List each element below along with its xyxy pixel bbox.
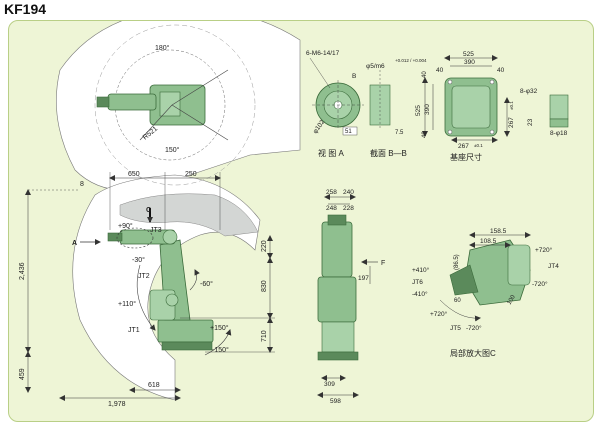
top-angle-180: 180° (155, 44, 170, 52)
dim-8: 8 (80, 181, 84, 188)
dim-228: 228 (343, 205, 354, 212)
dim-525v: 525 (415, 105, 422, 116)
bolt-spec: 6-M6-14/17 (306, 50, 340, 57)
front-lower (317, 276, 357, 323)
dim-7-5: 7.5 (395, 130, 404, 136)
dim-390: 390 (464, 59, 475, 66)
label-jt1: JT1 (128, 327, 140, 334)
dim-830: 830 (261, 280, 268, 292)
angle-minus720b: -720° (466, 324, 482, 332)
angle-plus720b: +720° (430, 310, 448, 318)
side-robot-base (157, 319, 214, 343)
hole-tol: +0.012 / +0.004 (395, 58, 427, 63)
caption-detail-c: 局部放大图C (450, 348, 496, 358)
hole-spec: φ5/m6 (366, 63, 385, 70)
dim-51: 51 (345, 129, 352, 135)
dim-1978: 1,978 (108, 401, 126, 408)
detail-c: 158.5 108.5 (86.5) +720° JT4 -720° +410°… (412, 228, 559, 358)
dim-158-5: 158.5 (490, 228, 507, 235)
section-bb (369, 84, 391, 126)
dim-108-5: 108.5 (480, 238, 497, 245)
hole-18: 8-φ18 (550, 130, 568, 137)
dim-197: 197 (358, 275, 369, 282)
angle-plus150: +150° (210, 324, 229, 332)
label-a: A (72, 240, 77, 247)
angle-minus720a: -720° (532, 280, 548, 288)
dim-258: 258 (326, 189, 337, 196)
angle-plus720a: +720° (535, 246, 553, 254)
caption-view-a: 视 图 A (318, 148, 344, 158)
dim-240: 240 (343, 189, 354, 196)
view-a: 6-M6-14/17 φ102 51 B φ5/m6 +0.012 / +0.0… (306, 50, 427, 158)
dim-250: 250 (185, 171, 197, 178)
dim-60: 60 (454, 298, 461, 304)
caption-base: 基座尺寸 (450, 152, 482, 162)
label-jt3: JT3 (150, 227, 162, 234)
dim-40d: 40 (422, 131, 428, 138)
base-dimensions: 525 390 40 40 525 390 40 40 267 ±0.1 267… (415, 51, 569, 162)
dim-100: 100 (507, 294, 518, 306)
front-base (321, 321, 355, 353)
front-view: 258 240 248 228 F 197 309 598 (317, 189, 385, 405)
tol-267v: ±0.1 (509, 101, 514, 110)
dim-40b: 40 (497, 67, 505, 74)
label-f: F (381, 260, 385, 267)
dim-2436: 2,436 (19, 262, 26, 280)
dim-710: 710 (261, 330, 268, 342)
dim-618: 618 (148, 382, 160, 389)
caption-section-bb: 截面 B—B (370, 148, 407, 158)
angle-minus30: -30° (132, 256, 145, 264)
top-robot-arm (107, 93, 157, 111)
angle-minus150: -150° (212, 346, 229, 354)
dim-650: 650 (128, 171, 140, 178)
dim-598: 598 (330, 398, 341, 405)
label-jt6: JT6 (412, 279, 423, 286)
dim-267h: 267 (458, 143, 469, 150)
base-section (549, 94, 569, 120)
label-jt2: JT2 (138, 273, 150, 280)
angle-plus110: +110° (118, 300, 136, 308)
dim-b: B (352, 73, 356, 80)
label-c: C (146, 207, 151, 214)
angle-minus410: -410° (412, 290, 428, 298)
dim-40c: 40 (422, 71, 428, 78)
dim-40a: 40 (436, 67, 444, 74)
label-jt4: JT4 (548, 263, 559, 270)
label-jt5: JT5 (450, 325, 461, 332)
dim-309: 309 (324, 381, 335, 388)
dim-525: 525 (463, 51, 474, 58)
angle-plus410: +410° (412, 266, 430, 274)
top-angle-150: 150° (165, 146, 180, 154)
dim-220: 220 (261, 240, 268, 252)
dim-459: 459 (19, 368, 26, 380)
tol-267h: ±0.1 (474, 143, 483, 148)
hole-32: 8-φ32 (520, 88, 538, 95)
dim-248: 248 (326, 205, 337, 212)
front-upper (321, 221, 353, 278)
dim-390v: 390 (424, 104, 431, 115)
angle-plus90: +90° (118, 222, 133, 230)
dim-267v: 267 (508, 117, 515, 128)
dim-23: 23 (527, 118, 534, 126)
page-title: KF194 (4, 1, 47, 17)
dim-86-5: (86.5) (454, 254, 460, 270)
angle-minus60: -60° (200, 280, 213, 288)
side-view: 650 250 8 2,436 459 220 830 710 618 1,97… (19, 171, 275, 408)
